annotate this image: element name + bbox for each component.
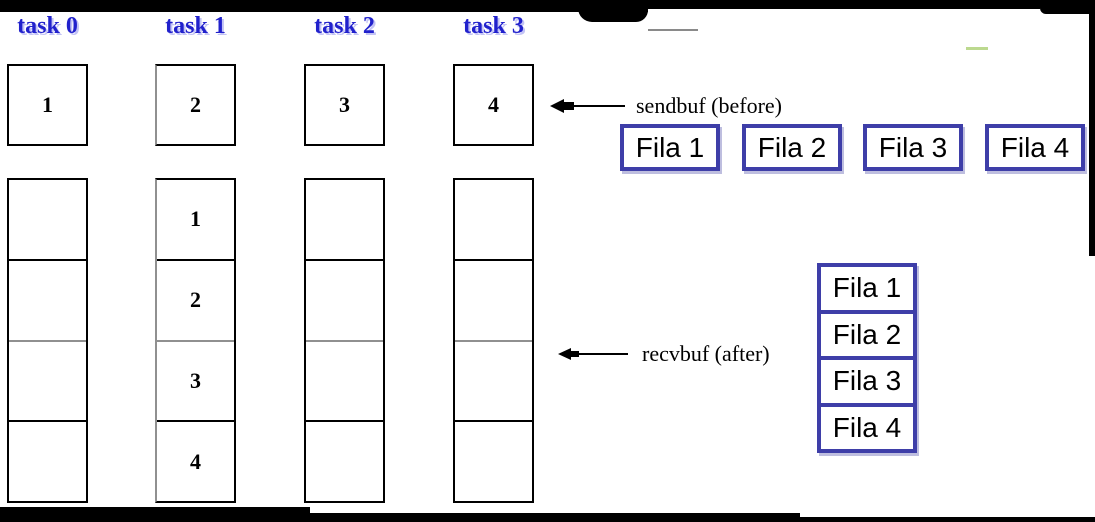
gray-dash-artifact	[648, 29, 698, 31]
recvbuf-column-task1: 1 2 3 4	[155, 178, 236, 503]
fila-stack-cell-3: Fila 3	[821, 356, 913, 403]
fila-stack-cell-2: Fila 2	[821, 309, 913, 357]
recvbuf-cell	[306, 258, 383, 340]
top-border-blob-artifact	[578, 0, 648, 22]
recvbuf-column-task3	[453, 178, 534, 503]
recvbuf-cell	[9, 180, 86, 259]
recvbuf-cell: 1	[190, 206, 201, 232]
recvbuf-label: recvbuf (after)	[642, 341, 770, 366]
fila-stack-cell-4: Fila 4	[821, 402, 913, 450]
top-border-artifact	[0, 0, 648, 12]
recvbuf-cell: 3	[157, 339, 234, 421]
recvbuf-cell	[9, 420, 86, 501]
recvbuf-arrow	[558, 348, 628, 360]
sendbuf-cell-task3: 4	[453, 64, 534, 146]
green-dash-artifact	[966, 47, 988, 50]
sendbuf-cell-task2: 3	[304, 64, 385, 146]
top-border-artifact	[1040, 0, 1095, 14]
sendbuf-cell-task0: 1	[7, 64, 88, 146]
recvbuf-cell: 2	[157, 258, 234, 340]
bottom-border-artifact	[0, 517, 1095, 522]
task-label-3: task 3	[463, 13, 524, 39]
fila-box-3: Fila 3	[863, 124, 963, 171]
recvbuf-cell	[455, 339, 532, 421]
sendbuf-value: 2	[190, 92, 201, 117]
recvbuf-cell: 4	[157, 420, 234, 501]
recvbuf-column-task2	[304, 178, 385, 503]
fila-box-4: Fila 4	[985, 124, 1085, 171]
sendbuf-value: 1	[42, 92, 53, 117]
recvbuf-cell	[306, 180, 383, 259]
fila-box-1: Fila 1	[620, 124, 720, 171]
task-label-2: task 2	[314, 13, 375, 39]
recvbuf-cell	[9, 258, 86, 340]
fila-stack-cell-1: Fila 1	[832, 272, 902, 304]
recvbuf-cell	[455, 180, 532, 259]
recvbuf-column-task0	[7, 178, 88, 503]
sendbuf-value: 4	[488, 92, 499, 117]
fila-stack: Fila 1 Fila 2 Fila 3 Fila 4	[817, 263, 917, 453]
sendbuf-cell-task1: 2	[155, 64, 236, 146]
sendbuf-label: sendbuf (before)	[636, 93, 782, 118]
recvbuf-cell	[455, 420, 532, 501]
right-border-artifact	[1089, 0, 1095, 256]
task-label-1: task 1	[165, 13, 226, 39]
recvbuf-cell	[9, 339, 86, 421]
fila-box-2: Fila 2	[742, 124, 842, 171]
sendbuf-arrow	[550, 99, 625, 113]
top-border-artifact	[640, 0, 1040, 9]
recvbuf-cell	[306, 420, 383, 501]
recvbuf-cell	[306, 339, 383, 421]
sendbuf-value: 3	[339, 92, 350, 117]
recvbuf-cell	[455, 258, 532, 340]
task-label-0: task 0	[17, 13, 78, 39]
